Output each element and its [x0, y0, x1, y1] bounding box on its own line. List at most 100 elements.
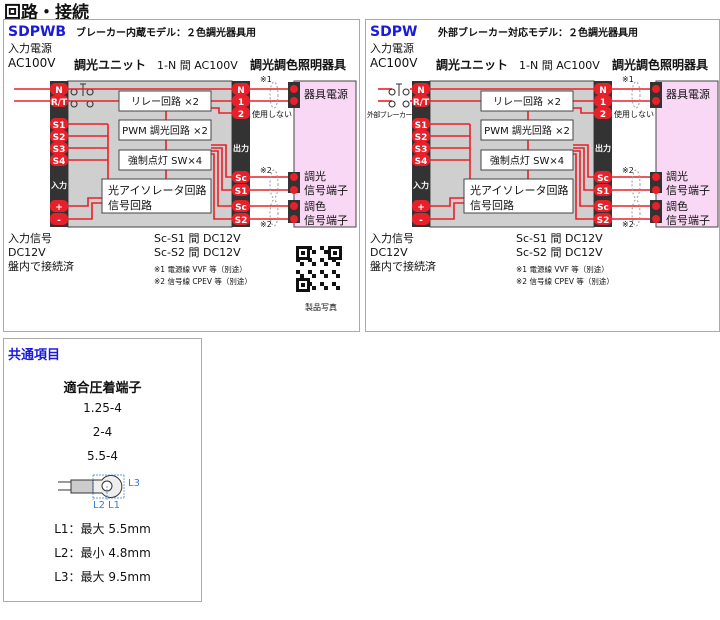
fixture-terminal — [652, 85, 660, 93]
note2-text: ※2 信号線 CPEV 等（別途） — [154, 276, 252, 286]
output-label: 出力 — [233, 143, 249, 153]
terminal-title: 適合圧着端子 — [63, 381, 142, 396]
qr-module — [336, 274, 340, 278]
input-terminal-label: - — [57, 216, 61, 226]
ring-terminal-icon — [58, 474, 125, 500]
output-terminal-label: 1 — [238, 98, 244, 108]
output-terminal-label: N — [599, 86, 607, 96]
input-signal-label: 入力信号 — [8, 232, 52, 245]
fixture-label: 調光調色照明器具 — [612, 57, 708, 72]
qr-finder — [333, 251, 337, 255]
qr-module — [312, 250, 316, 254]
input-terminal — [50, 118, 68, 130]
pwm-circuit-box-label: PWM 調光回路 ×2 — [484, 124, 570, 137]
input-terminal-label: - — [419, 216, 423, 226]
output-terminal-label: S2 — [235, 216, 248, 226]
output-terminal-label: Sc — [235, 174, 247, 184]
input-voltage-label: AC100V — [370, 56, 418, 70]
qr-module — [332, 270, 336, 274]
cable-bundle-icon — [269, 81, 279, 109]
input-terminal-label: S3 — [415, 145, 428, 155]
relay-circuit-box — [118, 90, 212, 112]
forced-on-switch-box — [118, 149, 212, 171]
l1-label: L1 — [108, 500, 120, 511]
fixture-box — [293, 80, 357, 228]
n-voltage-label: 1-N 間 AC100V — [519, 59, 600, 72]
note1-text: ※1 電源線 VVF 等（別途） — [516, 264, 609, 274]
input-terminal — [412, 130, 430, 142]
fixture-terminal — [290, 186, 298, 194]
input-terminal — [412, 83, 430, 95]
input-terminal — [412, 213, 430, 225]
relay-circuit-box — [480, 90, 574, 112]
sc-s1-voltage: Sc-S1 間 DC12V — [516, 232, 603, 245]
output-terminal — [232, 171, 250, 183]
output-terminal — [594, 95, 612, 107]
signal-circuit-label: 信号回路 — [108, 199, 152, 212]
relay-circuit-box-label: リレー回路 ×2 — [493, 95, 561, 108]
external-breaker-label: 外部ブレーカー — [367, 110, 412, 119]
unused-label: 使用しない — [252, 109, 292, 119]
output-terminal-label: 2 — [238, 110, 244, 120]
model-name: SDPW — [370, 24, 417, 40]
color-signal-label: 信号端子 — [666, 214, 710, 227]
dim-signal-label: 信号端子 — [666, 184, 710, 197]
output-terminal-label: 2 — [600, 110, 606, 120]
qr-module — [296, 270, 300, 274]
input-terminal-label: + — [417, 203, 425, 213]
input-label: 入力 — [412, 180, 429, 190]
qr-module — [300, 262, 304, 266]
wire — [430, 202, 464, 220]
isolator-label: 光アイソレータ回路 — [108, 183, 206, 197]
size-3: 5.5-4 — [86, 449, 119, 463]
output-terminal-label: 1 — [600, 98, 606, 108]
input-terminal — [50, 83, 68, 95]
prewired-label: 盤内で接続済 — [370, 259, 436, 273]
output-terminal-label: Sc — [597, 174, 609, 184]
qr-module — [320, 258, 324, 262]
dim-label: 調光 — [666, 169, 688, 183]
fixture-terminal — [290, 215, 298, 223]
wire — [211, 144, 232, 178]
size-2: 2-4 — [92, 425, 113, 439]
l3-label: L3 — [128, 478, 140, 489]
note1-mark: ※1 — [260, 75, 272, 84]
qr-finder — [301, 283, 305, 287]
fixture-terminal — [290, 97, 298, 105]
input-terminal-label: S1 — [415, 121, 428, 131]
page-title: 回路・接続 — [4, 3, 89, 23]
pwm-circuit-box-label: PWM 調光回路 ×2 — [122, 124, 208, 137]
input-terminal — [50, 142, 68, 154]
color-label: 調色 — [666, 199, 688, 213]
cable-bundle-icon — [269, 199, 279, 227]
input-terminal-label: S3 — [53, 145, 66, 155]
wire — [68, 202, 102, 220]
output-terminal — [232, 83, 250, 95]
input-terminal-label: S4 — [53, 157, 66, 167]
color-signal-label: 信号端子 — [304, 214, 348, 227]
forced-on-switch-box — [480, 149, 574, 171]
output-label: 出力 — [595, 143, 611, 153]
output-terminal — [594, 200, 612, 212]
fixture-terminal — [652, 215, 660, 223]
dim-label: 調光 — [304, 169, 326, 183]
isolator-box — [463, 178, 574, 214]
fixture-label: 調光調色照明器具 — [250, 57, 346, 72]
output-terminal-label: Sc — [597, 203, 609, 213]
product-photo-label: 製品写真 — [305, 302, 337, 312]
breaker-icon — [388, 83, 410, 108]
input-terminal-label: N — [417, 86, 425, 96]
fixture-terminal — [652, 202, 660, 210]
common-items-panel: 共通項目 適合圧着端子 1.25-4 2-4 5.5-4 L3 L2 L1 L1… — [3, 338, 202, 602]
fixture-box — [655, 80, 719, 228]
note2-text: ※2 信号線 CPEV 等（別途） — [516, 276, 614, 286]
qr-module — [320, 246, 324, 250]
output-terminal — [594, 83, 612, 95]
wire — [573, 147, 594, 191]
note2-mark: ※2 — [622, 220, 634, 229]
qr-module — [332, 282, 336, 286]
input-terminal-label: S2 — [415, 133, 428, 143]
prewired-label: 盤内で接続済 — [8, 259, 74, 273]
